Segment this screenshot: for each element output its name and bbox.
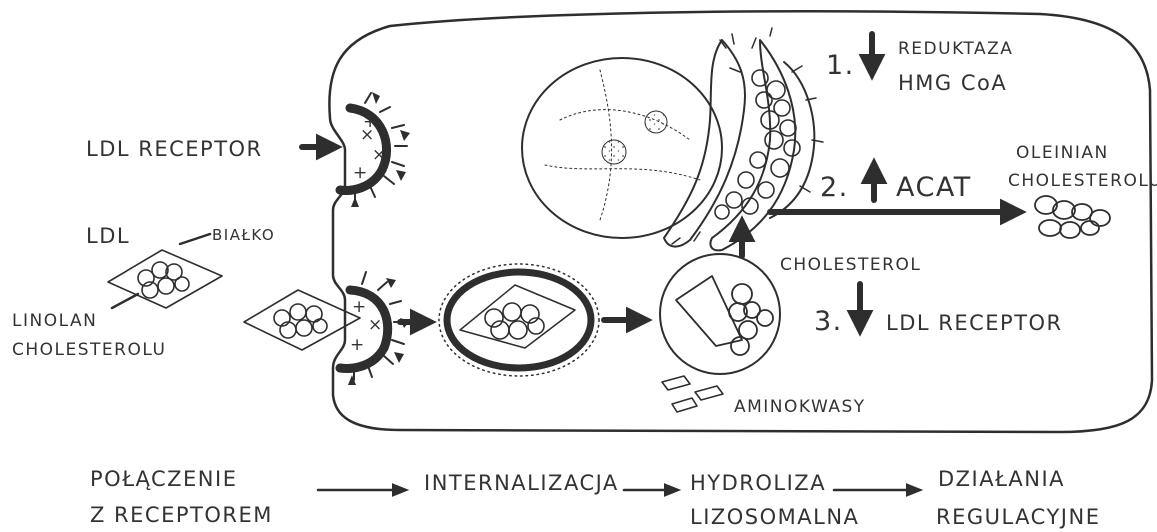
label-oleinian-2: CHOLESTEROLU [1008, 171, 1157, 191]
label-step2-number: 2. [820, 172, 849, 203]
process-step-3-line1: HYDROLIZA [690, 471, 826, 495]
label-step1-line2: HMG CoA [898, 71, 1007, 95]
svg-text:×: × [372, 145, 388, 165]
process-step-3-line2: LIZOSOMALNA [690, 505, 859, 529]
label-ldl: LDL [86, 224, 130, 248]
endosome-vesicle [439, 264, 599, 376]
process-step-4-line2: REGULACYJNE [936, 505, 1100, 529]
lysosome [660, 254, 780, 374]
ldl-particle-binding [244, 290, 360, 350]
label-linolan-2: CHOLESTEROLU [12, 340, 166, 360]
cell-membrane [329, 11, 1152, 432]
label-step3-text: LDL RECEPTOR [886, 311, 1063, 335]
nucleus [522, 58, 722, 238]
coated-pit-upper: × × + + [340, 92, 410, 207]
svg-text:+: + [363, 112, 379, 132]
label-cholesterol: CHOLESTEROL [780, 255, 921, 275]
svg-text:+: + [350, 335, 366, 355]
process-row: POŁĄCZENIE Z RECEPTOREM INTERNALIZACJA H… [90, 467, 1100, 529]
label-bialko: BIAŁKO [212, 226, 275, 244]
svg-text:+: + [352, 297, 368, 317]
process-step-4-line1: DZIAŁANIA [938, 467, 1065, 491]
label-oleinian-1: OLEINIAN [1016, 143, 1109, 163]
svg-text:×: × [368, 315, 384, 335]
oleinian-droplets [1035, 196, 1110, 238]
label-step1-number: 1. [826, 50, 855, 81]
label-step1-line1: REDUKTAZA [898, 39, 1013, 59]
amino-acid-fragments [662, 376, 723, 412]
process-step-1-line1: POŁĄCZENIE [90, 467, 237, 491]
label-aminokwasy: AMINOKWASY [734, 397, 866, 417]
process-step-2-line1: INTERNALIZACJA [424, 471, 619, 495]
process-step-1-line2: Z RECEPTOREM [90, 503, 273, 527]
label-step2-text: ACAT [896, 172, 972, 203]
label-linolan-1: LINOLAN [12, 311, 97, 331]
svg-text:+: + [353, 163, 369, 183]
label-step3-number: 3. [814, 306, 843, 337]
label-ldl-receptor-outside: LDL RECEPTOR [86, 137, 263, 161]
coated-pit-lower: + × + [340, 272, 410, 385]
endoplasmic-reticulum [664, 28, 823, 250]
